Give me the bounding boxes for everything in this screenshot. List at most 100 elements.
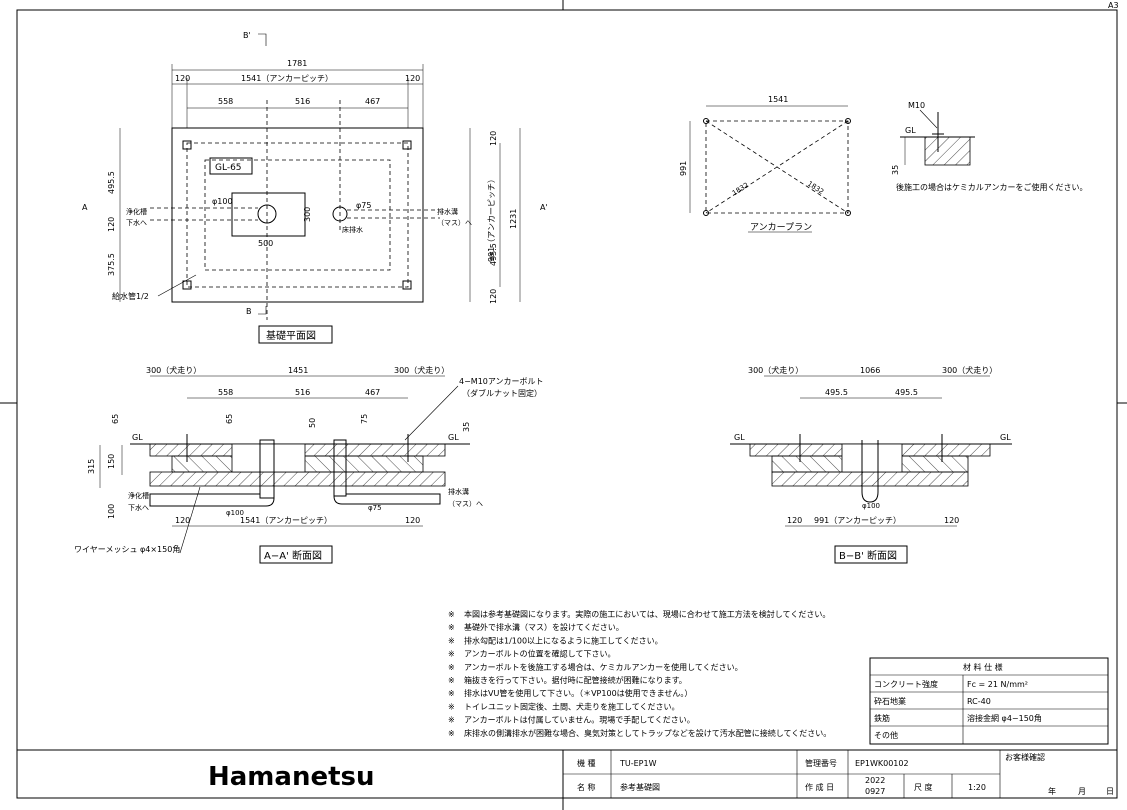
- section-marker-b2: B': [243, 31, 251, 40]
- spec-value: RC-40: [967, 697, 991, 706]
- spec-value: Fc = 21 N/mm²: [967, 680, 1028, 689]
- plan-dim-300: 300: [303, 207, 312, 222]
- note-mark: ※: [448, 716, 455, 725]
- spec-value: 溶接金網 φ4−150角: [967, 713, 1042, 723]
- tb-scale: 1:20: [968, 783, 986, 792]
- plan-right-dim-mid: 495.5: [489, 243, 498, 266]
- note-mark: ※: [448, 663, 455, 672]
- sec-a-jouka: 浄化槽: [128, 491, 149, 500]
- tb-key-model: 機 種: [577, 758, 596, 768]
- sec-a-b120-left: 120: [175, 516, 190, 525]
- notes: ※本図は参考基礎図になります。実際の施工においては、現場に合わせて施工方法を検討…: [448, 609, 831, 738]
- note-mark: ※: [448, 650, 455, 659]
- sec-a-gesui: 下水へ: [128, 503, 149, 512]
- sec-a-bolt-label: 4−M10アンカーボルト: [459, 377, 544, 386]
- plan-seg3: 467: [365, 97, 380, 106]
- sec-a-haisui: 排水溝: [448, 487, 469, 496]
- sec-a-seg3: 467: [365, 388, 380, 397]
- sec-b-inu-left: 300（犬走り）: [748, 365, 803, 375]
- sec-b-seg1: 495.5: [825, 388, 848, 397]
- sec-a-d315: 315: [87, 459, 96, 474]
- sec-a-inu-left: 300（犬走り）: [146, 365, 201, 375]
- sec-b-seg2: 495.5: [895, 388, 918, 397]
- title-block: Hamanetsu 機 種 TU-EP1W 名 称 参考基礎図 管理番号 EP1…: [17, 749, 1117, 798]
- tb-year: 年: [1048, 786, 1056, 796]
- section-marker-a: A: [82, 203, 88, 212]
- note-line: 箱抜きを行って下さい。据付時に配管接続が困難になります。: [464, 675, 687, 685]
- plan-overall: 1781: [287, 59, 307, 68]
- sec-b-title: B−B' 断面図: [839, 549, 897, 562]
- note-line: 排水はVU管を使用して下さい。（＊VP100は使用できません。）: [464, 688, 692, 698]
- sec-a-d65b: 65: [225, 414, 234, 424]
- sec-a-d75: 75: [360, 414, 369, 424]
- plan-label-haisui: 排水溝: [437, 207, 458, 216]
- tb-key-mgmt: 管理番号: [805, 758, 837, 768]
- plan-right-pitch: 991（アンカーピッチ）: [487, 175, 496, 262]
- plan-right-dim-top: 120: [489, 131, 498, 146]
- foundation-plan: 1781 120 1541（アンカーピッチ） 120 558 516 467 G…: [82, 31, 548, 344]
- sec-a-d65a: 65: [111, 414, 120, 424]
- sec-a-d100: 100: [107, 504, 116, 519]
- note-line: 排水勾配は1/100以上になるように施工してください。: [464, 635, 663, 645]
- sec-a-d50: 50: [308, 418, 317, 428]
- sec-a-bolt-sub: （ダブルナット固定）: [462, 388, 542, 398]
- sec-a-masu: （マス）へ: [448, 500, 483, 508]
- plan-title: 基礎平面図: [266, 329, 316, 342]
- note-mark: ※: [448, 689, 455, 698]
- sec-a-d150: 150: [107, 454, 116, 469]
- tb-name: 参考基礎図: [620, 782, 660, 792]
- tb-month: 月: [1078, 787, 1086, 796]
- brand-logo: Hamanetsu: [208, 762, 375, 792]
- sheet-border: [16, 9, 1118, 799]
- sec-a-seg1: 558: [218, 388, 233, 397]
- anchor-plan-title: アンカープラン: [750, 222, 812, 233]
- sec-a-gl-left: GL: [132, 433, 143, 442]
- detail-dim35: 35: [891, 165, 900, 175]
- note-mark: ※: [448, 729, 455, 738]
- note-line: トイレユニット固定後、土間、犬走りを施工してください。: [464, 701, 680, 711]
- sec-b-gl-left: GL: [734, 433, 745, 442]
- sec-a-title: A−A' 断面図: [264, 549, 322, 562]
- sec-a-b-pitch: 1541（アンカーピッチ）: [240, 516, 332, 525]
- plan-label-water-supply: 給水管1/2: [112, 291, 149, 301]
- section-a: 300（犬走り） 1451 300（犬走り） 558 516 467 4−M10…: [74, 365, 544, 564]
- bolt-detail: M10 GL 35 後施工の場合はケミカルアンカーをご使用ください。: [891, 101, 1087, 192]
- plan-pipe-d100: φ100: [212, 197, 233, 206]
- sec-b-pipe100: φ100: [862, 502, 880, 510]
- plan-label-masu: （マス）へ: [437, 219, 472, 227]
- note-mark: ※: [448, 610, 455, 619]
- tb-date-year: 2022: [865, 776, 885, 785]
- tb-key-scale: 尺 度: [914, 782, 933, 792]
- note-mark: ※: [448, 623, 455, 632]
- detail-note: 後施工の場合はケミカルアンカーをご使用ください。: [896, 182, 1087, 192]
- section-marker-a2: A': [540, 203, 548, 212]
- detail-gl: GL: [905, 126, 916, 135]
- plan-label-floor-drain: 床排水: [342, 225, 363, 234]
- note-mark: ※: [448, 636, 455, 645]
- anchor-plan: 1541 991 1832 1832 アンカープラン: [679, 95, 851, 233]
- spec-key: 鉄筋: [874, 713, 890, 723]
- spec-key: 砕石地業: [874, 696, 906, 706]
- anchor-plan-height: 991: [679, 161, 688, 176]
- note-line: 床排水の側溝排水が困難な場合、臭気対策としてトラップなどを設けて汚水配管に接続し…: [464, 728, 831, 738]
- sec-b-b120-right: 120: [944, 516, 959, 525]
- note-mark: ※: [448, 702, 455, 711]
- plan-dim-120-left: 120: [175, 74, 190, 83]
- spec-key: コンクリート強度: [874, 679, 938, 689]
- sec-a-d35: 35: [462, 422, 471, 432]
- plan-left-dim-mid: 120: [107, 217, 116, 232]
- plan-seg2: 516: [295, 97, 310, 106]
- sec-a-middle: 1451: [288, 366, 308, 375]
- tb-date-md: 0927: [865, 787, 885, 796]
- sec-a-pipe100: φ100: [226, 509, 244, 517]
- plan-left-dim-bot: 375.5: [107, 253, 116, 276]
- sec-b-middle: 1066: [860, 366, 880, 375]
- sec-b-inu-right: 300（犬走り）: [942, 365, 997, 375]
- tb-day: 日: [1106, 787, 1114, 796]
- plan-dim-500: 500: [258, 239, 273, 248]
- note-line: アンカーボルトを後施工する場合は、ケミカルアンカーを使用してください。: [464, 662, 743, 672]
- note-line: アンカーボルトの位置を確認して下さい。: [464, 649, 615, 659]
- plan-gl-box: GL-65: [215, 163, 242, 173]
- section-b: 300（犬走り） 1066 300（犬走り） 495.5 495.5 GL GL…: [730, 365, 1012, 564]
